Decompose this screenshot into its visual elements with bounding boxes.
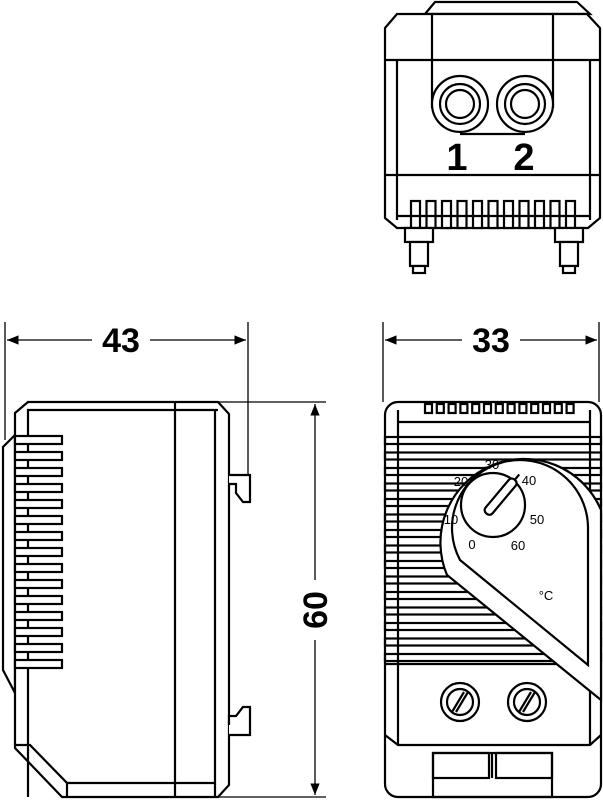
foot-left bbox=[403, 226, 435, 275]
top-fin bbox=[502, 199, 515, 230]
width-label: 33 bbox=[472, 322, 510, 360]
depth-label: 43 bbox=[102, 322, 140, 360]
dimension-height: 60 bbox=[218, 401, 335, 798]
side-fin bbox=[13, 578, 64, 590]
scale-50: 50 bbox=[530, 512, 544, 527]
top-view: 1 2 bbox=[383, 0, 602, 275]
top-fin bbox=[425, 199, 437, 230]
top-vent bbox=[482, 402, 493, 415]
side-fin bbox=[13, 626, 64, 638]
terminal-screw-1[interactable] bbox=[439, 681, 481, 723]
side-view bbox=[1, 400, 252, 799]
front-view: 0 10 20 30 40 50 60 °C bbox=[383, 400, 603, 799]
top-fin bbox=[564, 199, 577, 230]
top-fin bbox=[409, 199, 422, 230]
scale-40: 40 bbox=[522, 473, 536, 488]
din-clip-top bbox=[229, 473, 252, 504]
front-stripe bbox=[383, 435, 603, 446]
unit-label: °C bbox=[539, 588, 554, 603]
top-fin bbox=[533, 199, 546, 230]
top-vent bbox=[518, 402, 528, 415]
terminal-screw-2[interactable] bbox=[506, 681, 548, 723]
side-fin bbox=[13, 562, 64, 574]
top-fin bbox=[456, 199, 468, 230]
dimension-width: 33 bbox=[382, 322, 600, 402]
side-fin bbox=[13, 482, 64, 494]
top-vent bbox=[541, 402, 552, 415]
side-fin bbox=[13, 658, 64, 670]
front-stripe bbox=[383, 451, 603, 461]
top-vent bbox=[447, 402, 457, 415]
side-fin bbox=[13, 642, 64, 654]
side-fin bbox=[13, 546, 64, 558]
top-vent bbox=[565, 402, 575, 415]
side-fin bbox=[13, 466, 64, 478]
height-label: 60 bbox=[297, 591, 335, 629]
terminal-1-label: 1 bbox=[446, 137, 467, 179]
top-vent bbox=[423, 402, 434, 415]
top-fin bbox=[518, 199, 530, 230]
terminal-2-socket bbox=[495, 74, 555, 134]
din-clip-bottom bbox=[227, 705, 252, 737]
top-vent bbox=[553, 402, 563, 415]
top-fin bbox=[549, 199, 561, 230]
scale-20: 20 bbox=[454, 474, 468, 489]
foot-right bbox=[553, 226, 585, 275]
scale-0: 0 bbox=[468, 537, 475, 552]
dimension-depth: 43 bbox=[4, 322, 249, 500]
side-fin bbox=[13, 594, 64, 606]
top-fin bbox=[440, 199, 453, 230]
side-fin bbox=[13, 514, 64, 526]
side-fin bbox=[13, 498, 64, 510]
top-vent bbox=[506, 402, 516, 415]
top-vent bbox=[435, 402, 445, 415]
top-fin bbox=[471, 199, 484, 230]
side-fin bbox=[13, 434, 64, 446]
dial-pointer bbox=[483, 473, 521, 516]
terminal-1-socket bbox=[430, 74, 490, 134]
side-fin bbox=[13, 450, 64, 462]
scale-10: 10 bbox=[444, 512, 458, 527]
scale-30: 30 bbox=[485, 457, 499, 472]
side-fin bbox=[13, 530, 64, 542]
top-vent bbox=[494, 402, 504, 415]
top-fin bbox=[487, 199, 499, 230]
side-fin bbox=[13, 610, 64, 622]
scale-60: 60 bbox=[511, 538, 525, 553]
top-vent bbox=[530, 402, 540, 415]
top-vent bbox=[459, 402, 469, 415]
top-vent bbox=[471, 402, 481, 415]
terminal-2-label: 2 bbox=[513, 137, 534, 179]
